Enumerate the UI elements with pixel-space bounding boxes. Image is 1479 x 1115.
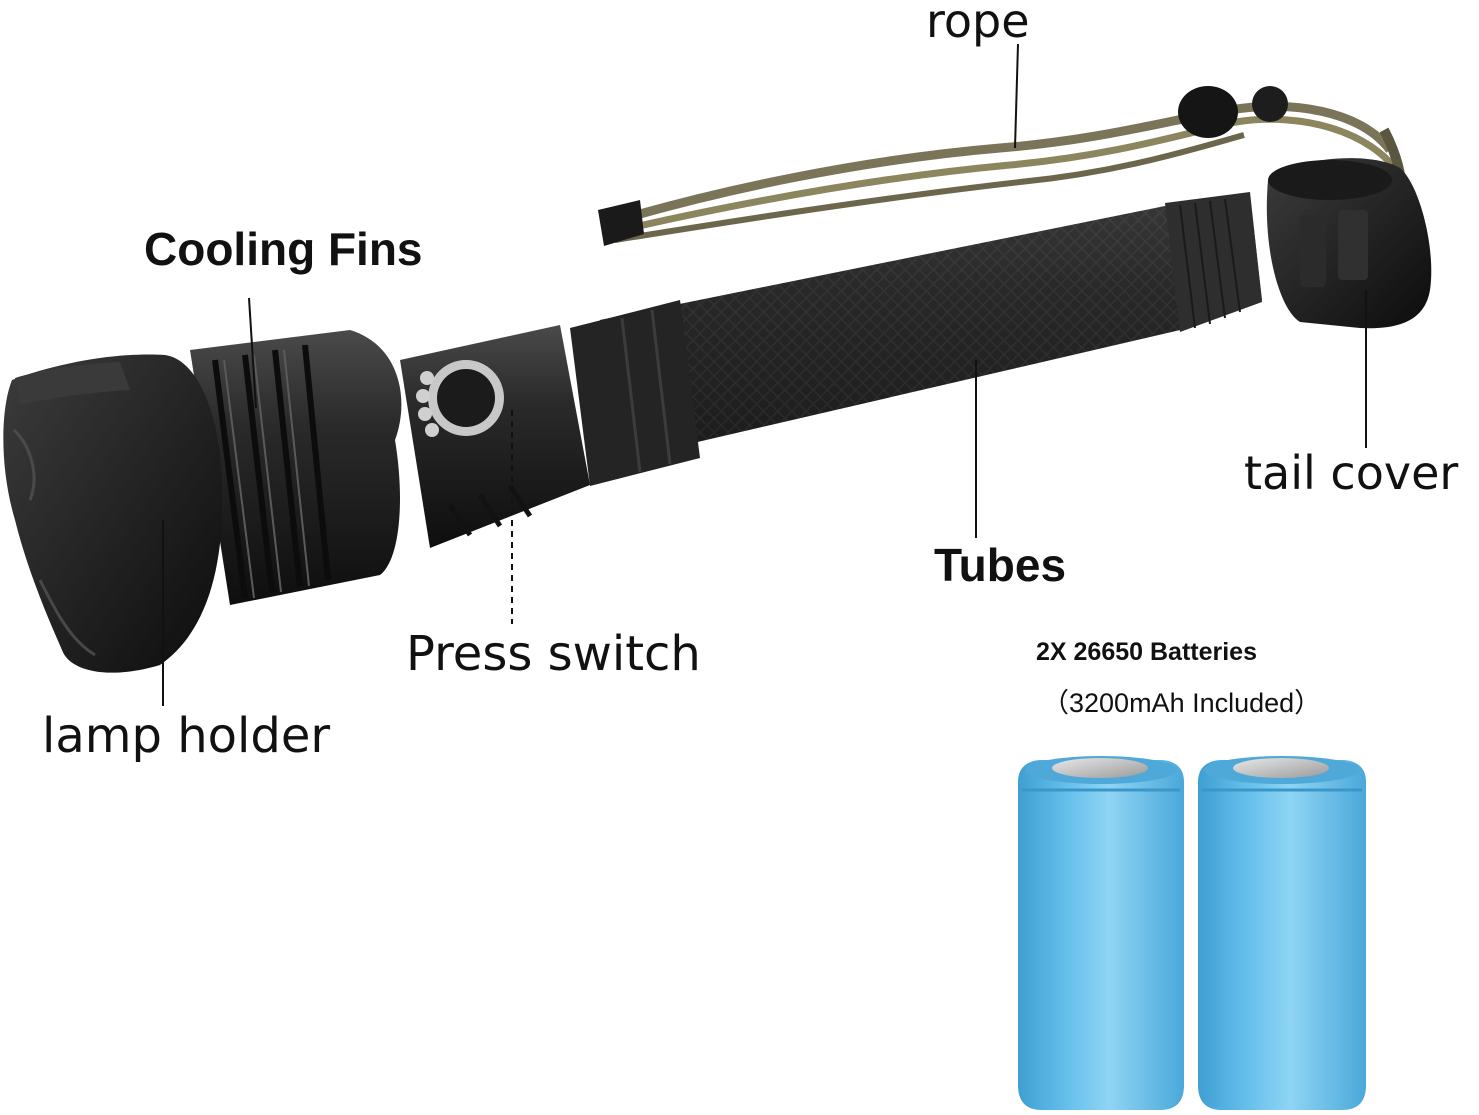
rope-leader <box>1014 43 1019 149</box>
rope-lanyard <box>598 86 1408 246</box>
tubes-label: Tubes <box>934 539 1067 591</box>
flashlight-body <box>570 192 1262 486</box>
leader-lines <box>162 43 1367 706</box>
tail-cover-cap <box>1266 158 1432 329</box>
lamp-holder-head <box>3 354 223 673</box>
press-switch-button <box>416 360 504 437</box>
tail-cover-label: tail cover <box>1244 446 1459 500</box>
cooling-fins-label: Cooling Fins <box>144 223 423 275</box>
rope-label: rope <box>926 0 1030 48</box>
batteries-capacity: （3200mAh Included） <box>1042 688 1322 718</box>
switch-housing <box>400 325 590 548</box>
battery-left <box>1018 756 1184 1110</box>
lamp-holder-label: lamp holder <box>42 708 331 764</box>
batteries-title: 2X 26650 Batteries <box>1036 638 1257 666</box>
cooling-fins-leader <box>248 297 257 409</box>
cooling-fins <box>190 330 402 605</box>
press-switch-label: Press switch <box>406 626 701 682</box>
battery-right <box>1198 756 1366 1110</box>
